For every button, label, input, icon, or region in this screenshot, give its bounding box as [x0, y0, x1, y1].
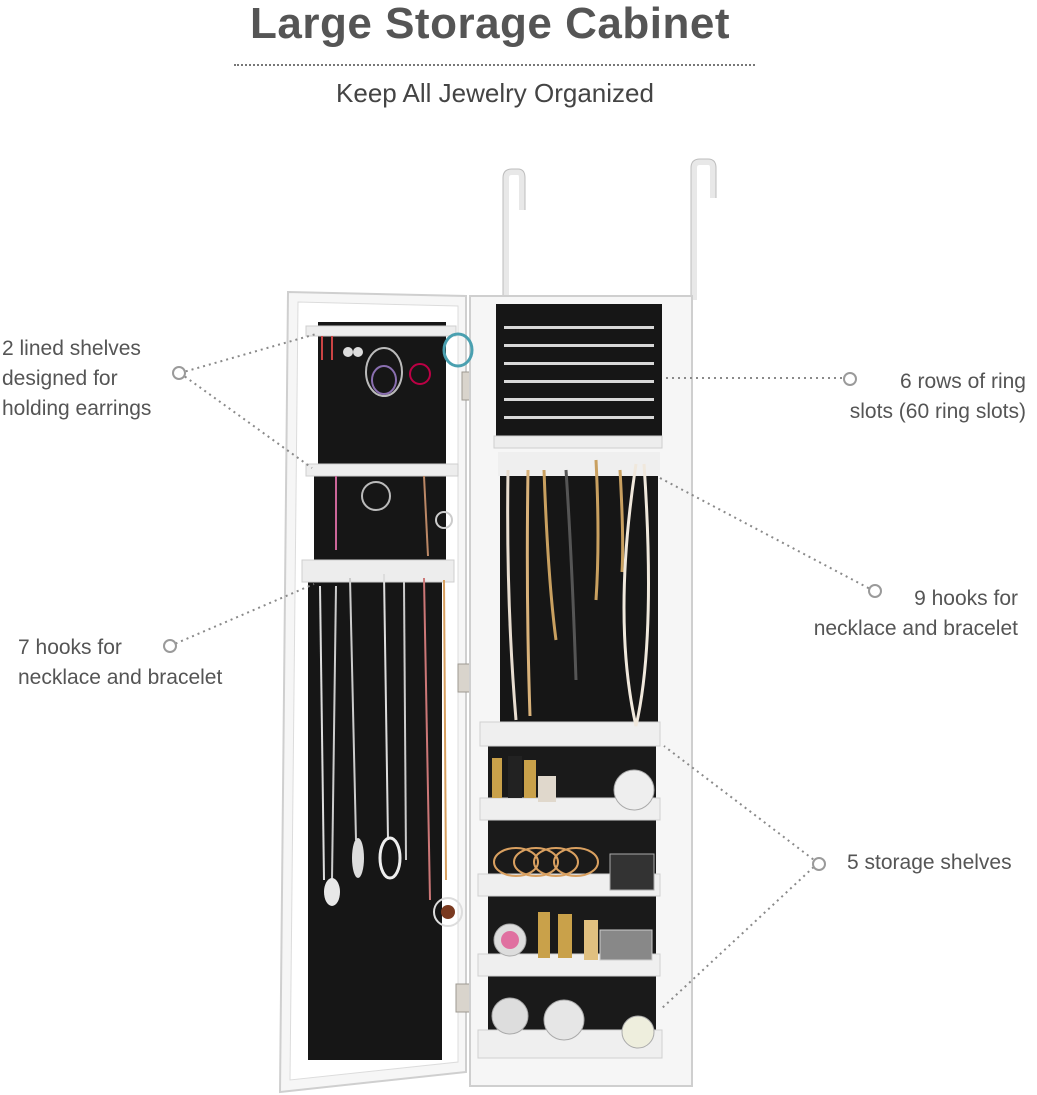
cabinet-door — [278, 290, 467, 1094]
title-divider — [234, 64, 755, 66]
right-necklaces — [506, 459, 650, 727]
callout-dot — [812, 857, 826, 871]
callout-line: 9 hooks for — [914, 587, 1018, 610]
callout-line: 2 lined shelves — [2, 337, 141, 360]
callout-line: necklace and bracelet — [18, 666, 223, 689]
callout-dot — [843, 372, 857, 386]
door-hooks — [503, 159, 716, 300]
callout-storage-shelves: 5 storage shelves — [847, 848, 1012, 878]
page-subtitle: Keep All Jewelry Organized — [336, 78, 654, 108]
callout-earring-shelves: 2 lined shelves designed for holding ear… — [2, 334, 151, 424]
page-title: Large Storage Cabinet — [250, 0, 730, 48]
callout-right-hooks: 9 hooks for necklace and bracelet — [782, 584, 1018, 644]
left-necklaces — [319, 573, 463, 927]
callout-dot — [868, 584, 882, 598]
shelf-items — [491, 756, 655, 1049]
callout-dot — [172, 366, 186, 380]
callout-dot — [163, 639, 177, 653]
callout-line: 5 storage shelves — [847, 851, 1012, 874]
callout-line: 7 hooks for — [18, 636, 122, 659]
callout-line: necklace and bracelet — [813, 617, 1018, 640]
ring-slots — [504, 326, 654, 419]
callout-line: 6 rows of ring — [899, 370, 1026, 393]
callout-line: designed for — [2, 367, 118, 390]
callout-left-hooks: 7 hooks for necklace and bracelet — [18, 633, 222, 693]
callout-ring-slots: 6 rows of ring slots (60 ring slots) — [824, 367, 1026, 427]
earrings — [321, 332, 474, 557]
callout-line: slots (60 ring slots) — [849, 400, 1026, 423]
callout-line: holding earrings — [2, 397, 152, 420]
